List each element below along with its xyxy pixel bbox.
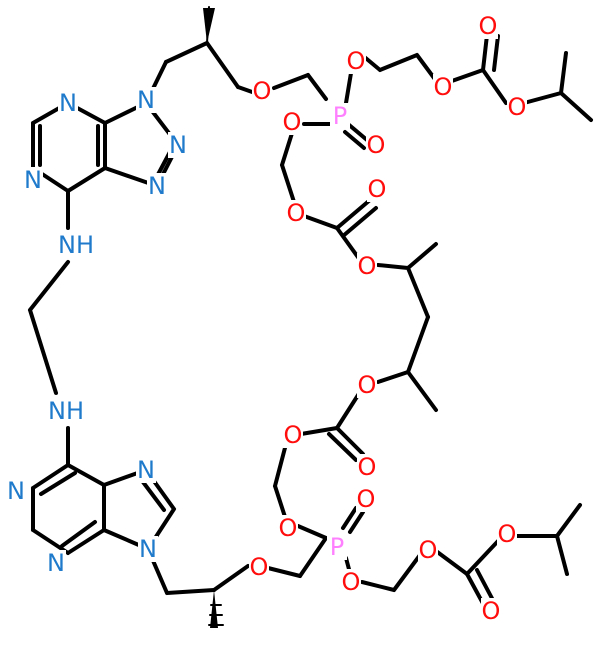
atom-o-8: O xyxy=(286,199,306,227)
atom-label: N xyxy=(148,172,166,200)
atom-label: O xyxy=(419,536,438,564)
atom-o-17: O xyxy=(418,536,438,564)
atom-nh-a: NH xyxy=(58,231,94,259)
atom-n-a3: N xyxy=(136,86,156,114)
atom-o-4: O xyxy=(478,12,498,40)
atom-label: O xyxy=(367,131,386,159)
atom-label: N xyxy=(59,89,77,117)
atom-o-1: O xyxy=(252,77,272,105)
atom-label: NH xyxy=(48,397,84,425)
atom-label: P xyxy=(333,102,347,130)
atom-label: O xyxy=(342,568,361,596)
atom-label: N xyxy=(137,456,155,484)
atom-label: O xyxy=(368,175,387,203)
atom-nh-b: NH xyxy=(48,397,84,425)
atom-label: N xyxy=(47,549,65,577)
atom-label: N xyxy=(7,477,25,505)
atom-n-a4: N xyxy=(168,131,188,159)
atom-o-2: O xyxy=(346,47,366,75)
atom-label: O xyxy=(358,252,377,280)
atom-label: O xyxy=(347,47,366,75)
atom-o-9: O xyxy=(367,175,387,203)
atom-label: NH xyxy=(58,231,94,259)
atom-n-a2: N xyxy=(23,166,43,194)
atom-n-b2: N xyxy=(6,477,26,505)
atom-label: O xyxy=(357,485,376,513)
atom-o-13: O xyxy=(357,453,377,481)
atom-o-15: O xyxy=(356,485,376,513)
atom-p-a: P xyxy=(330,102,350,130)
atom-n-a1: N xyxy=(58,89,78,117)
atom-o-16: O xyxy=(341,568,361,596)
atom-label: O xyxy=(284,421,303,449)
atom-o-7: O xyxy=(366,131,386,159)
atom-label: O xyxy=(250,553,269,581)
atom-o-18: O xyxy=(497,520,517,548)
atom-n-a5: N xyxy=(147,172,167,200)
atom-label: O xyxy=(434,73,453,101)
atom-label: N xyxy=(139,535,157,563)
atom-label: O xyxy=(482,597,501,625)
atom-label: P xyxy=(330,533,344,561)
atom-label: O xyxy=(283,108,302,136)
atom-label: O xyxy=(498,520,517,548)
atom-o-6: O xyxy=(282,108,302,136)
atom-label: N xyxy=(24,166,42,194)
atom-label: O xyxy=(358,371,377,399)
atom-o-3: O xyxy=(433,73,453,101)
atom-label: O xyxy=(479,12,498,40)
atom-n-b3: N xyxy=(46,549,66,577)
atom-o-10: O xyxy=(357,252,377,280)
atom-label: O xyxy=(279,514,298,542)
atom-n-b4: N xyxy=(138,535,158,563)
atom-o-14: O xyxy=(278,514,298,542)
atom-o-12: O xyxy=(283,421,303,449)
atom-n-b1: N xyxy=(136,456,156,484)
atom-p-b: P xyxy=(327,533,347,561)
atom-o-5: O xyxy=(507,93,527,121)
atom-label: O xyxy=(508,93,527,121)
atom-label: N xyxy=(169,131,187,159)
atom-o-20: O xyxy=(249,553,269,581)
bond-lines xyxy=(28,6,593,628)
atom-label: N xyxy=(137,86,155,114)
atom-label: O xyxy=(358,453,377,481)
atom-label: O xyxy=(253,77,272,105)
atom-o-11: O xyxy=(357,371,377,399)
atom-label: O xyxy=(287,199,306,227)
atom-o-19: O xyxy=(481,597,501,625)
